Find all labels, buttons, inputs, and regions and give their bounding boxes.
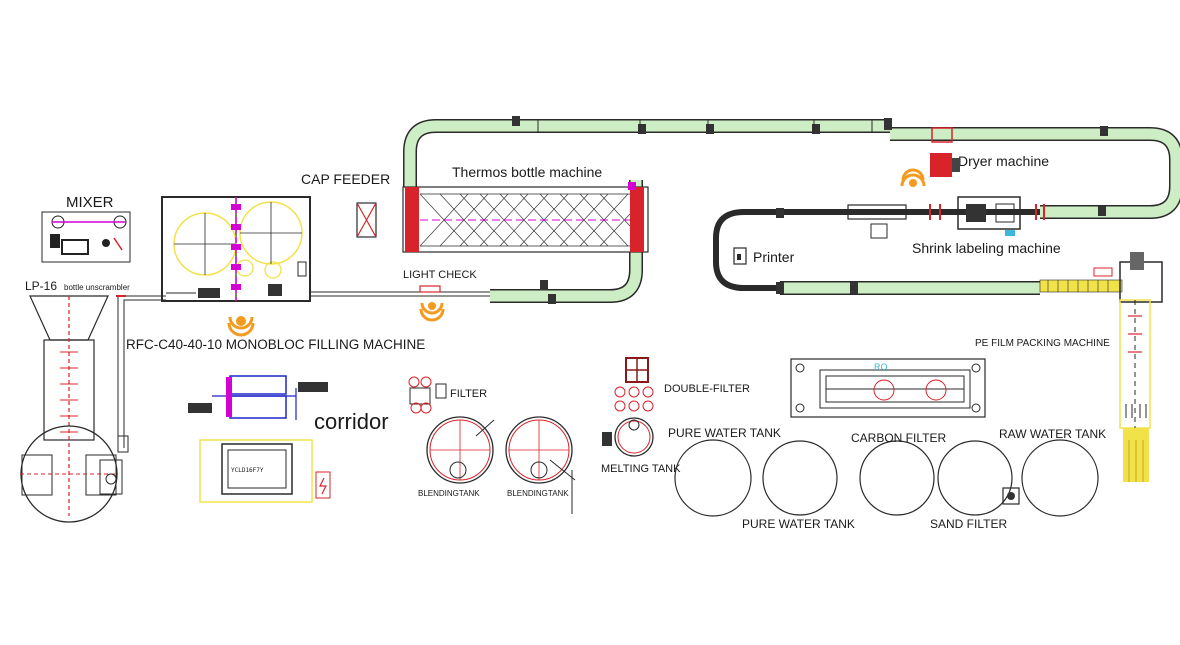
mixer: MIXER — [41, 194, 131, 263]
double-filter-label: DOUBLE-FILTER — [664, 383, 750, 395]
blending-tank-1-label: BLENDINGTANK — [418, 489, 480, 498]
ro-unit: RO — [790, 358, 986, 418]
carbon-filter-label: CARBON FILTER — [851, 431, 946, 445]
corridor-label: corridor — [314, 409, 389, 434]
filter: FILTER — [408, 376, 487, 414]
pe-film-packing-machine: PE FILM PACKING MACHINE — [975, 252, 1163, 482]
operator-icon — [227, 316, 255, 337]
cap-feeder-label: CAP FEEDER — [301, 171, 390, 187]
raw-water-tank — [1021, 439, 1099, 517]
monobloc-filling-machine — [161, 196, 311, 302]
pure-water-tank-1 — [674, 439, 752, 517]
corridor-equipment: YCLD16F7Y corridor — [188, 375, 389, 503]
double-filter: DOUBLE-FILTER — [614, 357, 750, 412]
ro-label: RO — [874, 362, 888, 372]
raw-water-tank-label: RAW WATER TANK — [999, 427, 1106, 441]
pe-film-label: PE FILM PACKING MACHINE — [975, 338, 1110, 349]
water-pump — [1002, 487, 1020, 505]
link-conveyor — [310, 291, 490, 297]
feed-conveyor — [116, 295, 166, 448]
cap-feeder: CAP FEEDER — [301, 171, 390, 238]
light-check-label: LIGHT CHECK — [403, 269, 477, 281]
sand-filter-label: SAND FILTER — [930, 517, 1007, 531]
carbon-filter-tank — [859, 440, 935, 516]
filter-label: FILTER — [450, 388, 487, 400]
mixer-label: MIXER — [66, 194, 114, 211]
light-check: LIGHT CHECK — [403, 269, 477, 322]
panel-code-label: YCLD16F7Y — [231, 467, 264, 474]
melting-tank: MELTING TANK — [601, 417, 681, 475]
pure-water-tank-top-label: PURE WATER TANK — [668, 426, 781, 440]
printer: Printer — [733, 247, 795, 265]
thermos-label: Thermos bottle machine — [452, 164, 602, 180]
blending-tank-1: BLENDINGTANK — [418, 416, 495, 498]
shrink-labeling-machine: Shrink labeling machine — [847, 196, 1061, 256]
shrink-label: Shrink labeling machine — [912, 240, 1061, 256]
bottle-unscrambler: LP-16 bottle unscrambler — [20, 279, 130, 523]
unscrambler-name-label: bottle unscrambler — [64, 283, 130, 292]
filling-machine-label: RFC-C40-40-10 MONOBLOC FILLING MACHINE — [126, 337, 425, 352]
pure-water-tank-bottom-label: PURE WATER TANK — [742, 517, 855, 531]
printer-label: Printer — [753, 249, 795, 265]
blending-tank-2-label: BLENDINGTANK — [507, 489, 569, 498]
unscrambler-model-label: LP-16 — [25, 279, 57, 293]
melting-tank-label: MELTING TANK — [601, 463, 681, 475]
pure-water-tank-2 — [762, 440, 838, 516]
blending-tank-2: BLENDINGTANK — [505, 416, 576, 514]
main-conveyor — [403, 116, 1180, 304]
sand-filter-tank — [937, 440, 1013, 516]
dryer-label: Dryer machine — [958, 153, 1049, 169]
water-tanks — [674, 439, 1099, 517]
dryer-machine: Dryer machine — [900, 127, 1049, 187]
thermos-bottle-machine: Thermos bottle machine — [402, 164, 649, 253]
